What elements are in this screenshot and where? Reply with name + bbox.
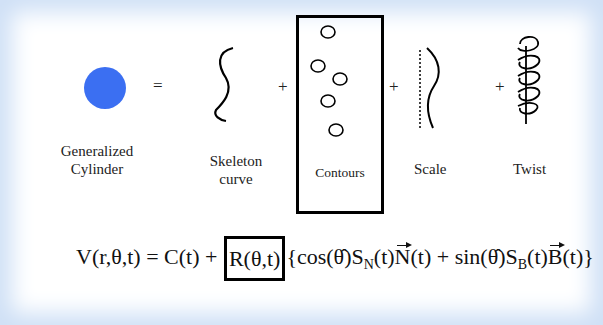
subscript: B: [518, 257, 527, 272]
cylinder-dot: [84, 67, 126, 109]
vector-arrow: [397, 245, 411, 246]
equals-sign: =: [153, 76, 163, 96]
skeleton-curve: [215, 48, 233, 121]
figure-label: Scale: [414, 160, 446, 178]
highlight-box: R(θ,t): [224, 236, 285, 281]
twist-coil: [518, 37, 539, 124]
plus-sign: +: [278, 77, 288, 97]
equation-term: (t)}: [563, 244, 594, 269]
equation-term: V(r,θ,t) = C(t) +: [76, 244, 217, 269]
figure-label: Skeleton curve: [199, 152, 273, 188]
figure-label: Twist: [513, 160, 546, 178]
contours-box: Contours: [296, 15, 384, 214]
figure-label: Generalized Cylinder: [45, 142, 149, 178]
box-label: Contours: [299, 164, 381, 182]
vector-arrow: [550, 245, 563, 246]
scale-axis: [419, 50, 421, 128]
contour-ovals: [311, 26, 347, 136]
box-label: R(θ,t): [229, 246, 280, 271]
vector-symbol: B: [548, 244, 563, 270]
plus-sign: +: [389, 77, 399, 97]
plus-sign: +: [495, 77, 505, 97]
vector-symbol: N: [395, 244, 411, 270]
equation-term: (t) + sin(θ̂)S: [410, 244, 517, 269]
scale-curve: [427, 48, 439, 128]
subscript: N: [364, 257, 374, 272]
equation-term: (t): [374, 244, 395, 269]
equation-term: (t): [527, 244, 548, 269]
equation-term: {cos(θ̂)S: [286, 244, 363, 269]
equation: V(r,θ,t) = C(t) + R(θ,t){cos(θ̂)SN(t)N(t…: [76, 236, 594, 281]
